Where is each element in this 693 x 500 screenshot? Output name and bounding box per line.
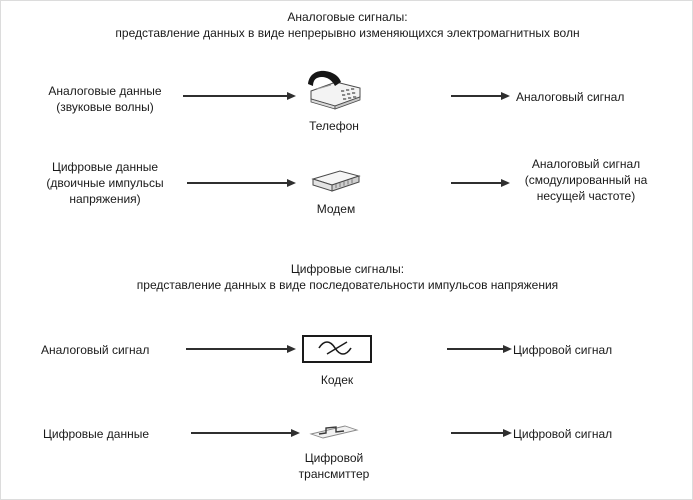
analog-row2-input-label: Цифровые данные (двоичные импульсы напря… bbox=[46, 160, 164, 206]
arrow-digital-row2-right bbox=[451, 428, 512, 437]
arrow-analog-row1-left bbox=[183, 91, 296, 100]
analog-row2-output-label: Аналоговый сигнал (смодулированный на не… bbox=[524, 157, 648, 203]
codec-label: Кодек bbox=[320, 373, 354, 387]
arrow-digital-row1-left bbox=[186, 344, 296, 353]
analog-section-title: Аналоговые сигналы: представление данных… bbox=[115, 10, 580, 40]
arrow-analog-row1-right bbox=[451, 91, 510, 100]
codec-wave-icon bbox=[313, 338, 361, 361]
digital-row2-output-label: Цифровой сигнал bbox=[513, 427, 613, 441]
pulse-transmitter-icon bbox=[307, 421, 361, 446]
arrow-digital-row2-left bbox=[191, 428, 300, 437]
codec-box bbox=[302, 335, 372, 363]
arrow-digital-row1-right bbox=[447, 344, 512, 353]
modem-label: Модем bbox=[316, 202, 356, 216]
arrow-analog-row2-left bbox=[187, 178, 296, 187]
digital-row1-input-label: Аналоговый сигнал bbox=[41, 343, 150, 357]
analog-row1-input-label: Аналоговые данные (звуковые волны) bbox=[48, 84, 162, 114]
transmitter-label: Цифровой трансмиттер bbox=[298, 451, 370, 481]
modem-icon bbox=[309, 167, 363, 200]
analog-row1-output-label: Аналоговый сигнал bbox=[516, 90, 625, 104]
arrow-analog-row2-right bbox=[451, 178, 510, 187]
digital-section-title: Цифровые сигналы: представление данных в… bbox=[136, 262, 559, 292]
digital-row1-output-label: Цифровой сигнал bbox=[513, 343, 613, 357]
telephone-label: Телефон bbox=[309, 119, 359, 133]
telephone-icon bbox=[301, 67, 367, 116]
digital-row2-input-label: Цифровые данные bbox=[43, 427, 150, 441]
